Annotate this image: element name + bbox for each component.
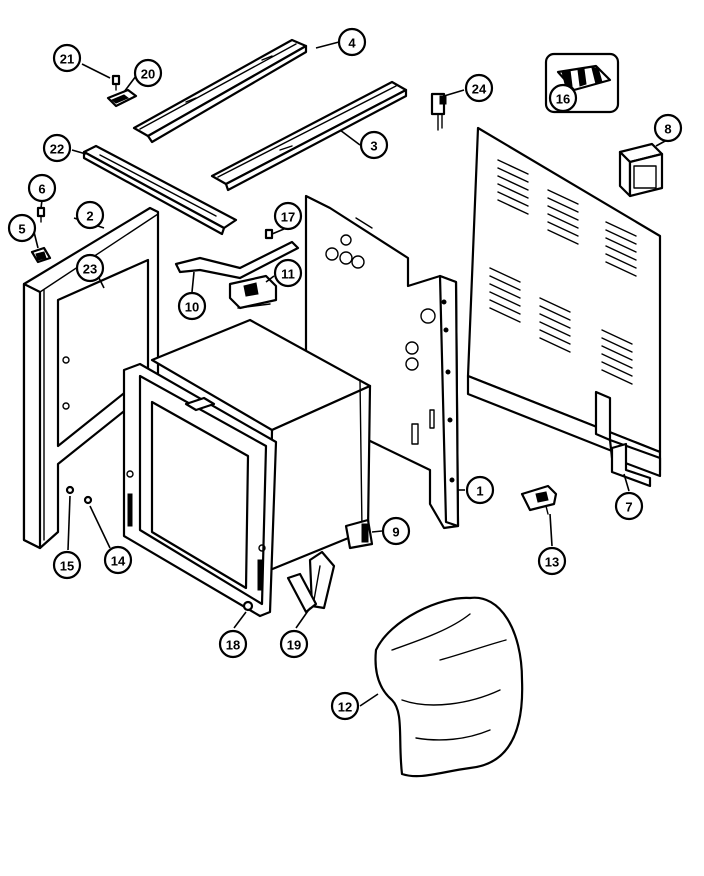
part-17-screw [264, 228, 274, 240]
part-11-latch [228, 274, 278, 310]
part-4-top-channel [132, 38, 308, 144]
svg-text:4: 4 [348, 36, 356, 51]
part-8-bracket [618, 142, 664, 198]
callout-20: 20 [133, 58, 163, 88]
part-12-insulation [374, 596, 524, 778]
callout-11: 11 [273, 258, 303, 288]
part-7-bracket [610, 442, 652, 488]
part-14-screw [83, 495, 93, 505]
callout-5: 5 [7, 213, 37, 243]
leader-lines [32, 41, 668, 707]
part-2-frame [22, 206, 160, 550]
svg-text:11: 11 [281, 267, 295, 282]
svg-text:6: 6 [38, 182, 45, 197]
svg-text:23: 23 [83, 262, 97, 277]
front-frame [122, 362, 278, 618]
svg-text:18: 18 [226, 638, 240, 653]
svg-text:20: 20 [141, 67, 155, 82]
part-1-side-panel [304, 194, 460, 530]
callout-22: 22 [42, 133, 72, 163]
part-3-channel [210, 80, 408, 192]
callout-1: 1 [465, 475, 495, 505]
svg-text:17: 17 [281, 210, 295, 225]
svg-text:15: 15 [60, 559, 74, 574]
svg-text:5: 5 [18, 222, 25, 237]
svg-text:16: 16 [556, 92, 570, 107]
oven-cavity [150, 318, 372, 572]
callout-8: 8 [653, 113, 683, 143]
callout-23: 23 [75, 253, 105, 283]
callout-13: 13 [537, 546, 567, 576]
svg-text:3: 3 [370, 139, 377, 154]
svg-text:22: 22 [50, 142, 64, 157]
callout-17: 17 [273, 201, 303, 231]
callout-18: 18 [218, 629, 248, 659]
callout-19: 19 [279, 629, 309, 659]
part-15-screw [65, 485, 75, 495]
part-20-clip [106, 88, 138, 108]
callout-24: 24 [464, 73, 494, 103]
svg-text:13: 13 [545, 555, 559, 570]
svg-text:2: 2 [86, 209, 93, 224]
callout-14: 14 [103, 545, 133, 575]
svg-text:24: 24 [472, 82, 487, 97]
back-panel [466, 126, 662, 478]
callout-10: 10 [177, 291, 207, 321]
part-5-knob [30, 246, 52, 264]
part-18-screw [242, 600, 254, 612]
callout-2: 2 [75, 200, 105, 230]
part-9-block [344, 518, 374, 550]
callout-7: 7 [614, 491, 644, 521]
callout-9: 9 [381, 516, 411, 546]
part-24-switch [430, 92, 447, 131]
svg-text:19: 19 [287, 638, 301, 653]
callout-4: 4 [337, 27, 367, 57]
callout-12: 12 [330, 691, 360, 721]
part-6-screw [36, 206, 46, 223]
svg-text:12: 12 [338, 700, 352, 715]
part-13-clip [520, 484, 558, 515]
svg-text:9: 9 [392, 525, 399, 540]
svg-text:14: 14 [111, 554, 126, 569]
part-22-strip [82, 144, 238, 236]
callout-6: 6 [27, 173, 57, 203]
part-19-hinge [286, 550, 336, 614]
part-21-screw [111, 74, 121, 91]
part-10-lever [174, 240, 300, 280]
svg-text:10: 10 [185, 300, 199, 315]
callout-21: 21 [52, 43, 82, 73]
svg-text:1: 1 [476, 484, 483, 499]
callout-16: 16 [548, 83, 578, 113]
svg-text:21: 21 [60, 52, 74, 67]
callout-3: 3 [359, 130, 389, 160]
callout-15: 15 [52, 550, 82, 580]
svg-text:7: 7 [625, 500, 632, 515]
svg-text:8: 8 [664, 122, 671, 137]
